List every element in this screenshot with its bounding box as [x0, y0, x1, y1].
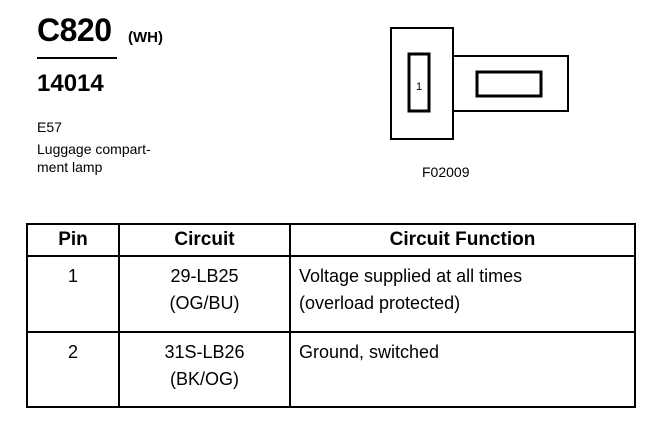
- circuit-cell: 31S-LB26 (BK/OG): [118, 330, 291, 408]
- circuit-cell: 29-LB25 (OG/BU): [118, 255, 291, 333]
- color-code: (WH): [128, 29, 163, 46]
- description-line-1: Luggage compart-: [37, 141, 151, 157]
- function-line: Ground, switched: [299, 341, 440, 362]
- circuit-number: 29-LB25: [170, 266, 239, 286]
- pin-cell: 1: [26, 255, 120, 333]
- circuit-number: 31S-LB26: [164, 341, 245, 362]
- connector-id: C820: [37, 12, 112, 48]
- description-line-2: ment lamp: [37, 159, 103, 175]
- component-description: Luggage compart- ment lamp: [37, 140, 151, 176]
- reference-code: E57: [37, 119, 62, 135]
- column-header-circuit: Circuit: [118, 223, 291, 257]
- pin-cell: 2: [26, 330, 120, 408]
- tab-slot: [475, 70, 543, 98]
- column-header-pin: Pin: [26, 223, 120, 257]
- function-line: (overload protected): [299, 293, 461, 313]
- wire-color: (BK/OG): [169, 368, 239, 389]
- figure-code: F02009: [422, 164, 470, 180]
- wire-color: (OG/BU): [169, 293, 240, 313]
- function-line: Voltage supplied at all times: [299, 266, 523, 286]
- function-cell: Voltage supplied at all times (overload …: [289, 255, 636, 333]
- pin-cavity: [407, 52, 431, 113]
- title-underline: [37, 57, 117, 59]
- column-header-circuit-function: Circuit Function: [289, 223, 636, 257]
- table-header-row: Pin Circuit Circuit Function: [26, 223, 636, 257]
- connector-diagram: 1: [390, 27, 569, 140]
- connector-tab: [452, 55, 569, 112]
- pin-cavity-label: 1: [416, 81, 422, 93]
- part-number: 14014: [37, 70, 104, 97]
- table-row: 1 29-LB25 (OG/BU) Voltage supplied at al…: [26, 255, 636, 333]
- function-cell: Ground, switched: [289, 330, 636, 408]
- pin-table: Pin Circuit Circuit Function 1 29-LB25 (…: [26, 223, 636, 408]
- table-row: 2 31S-LB26 (BK/OG) Ground, switched: [26, 330, 636, 408]
